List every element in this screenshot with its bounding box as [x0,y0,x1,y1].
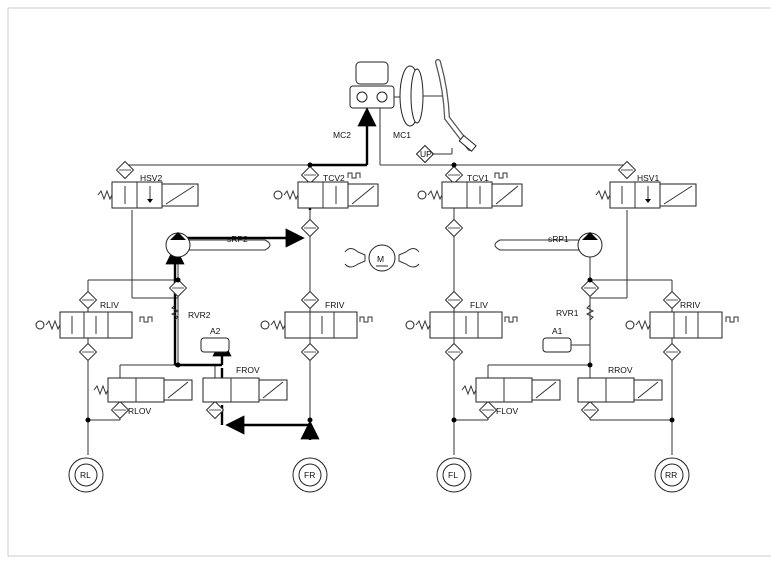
rlov-label: RLOV [128,406,151,416]
tcv1-valve: TCV1 [417,172,523,209]
frov-label: FROV [236,365,260,375]
wheel-rl-label: RL [80,470,91,480]
rrov-valve: RROV [577,365,663,403]
rvr1-label: RVR1 [556,308,579,318]
wheel-fl-label: FL [448,470,458,480]
friv-label: FRIV [325,300,345,310]
hsv2-label: HSV2 [140,173,162,183]
pump-motor: M [344,244,420,272]
srp1-label: sRP1 [548,234,569,244]
pedal-sensor: UP [415,144,435,164]
wheel-rl: RL [68,457,104,493]
rlov-valve: RLOV [93,377,193,416]
a1-label: A1 [552,326,563,336]
fliv-valve: FLIV [405,300,518,339]
brake-booster [399,65,445,127]
rrov-label: RROV [608,365,633,375]
rliv-valve: RLIV [35,300,153,339]
rriv-label: RRIV [680,300,701,310]
fliv-label: FLIV [470,300,488,310]
motor-label: M [377,254,384,264]
wheel-fr-label: FR [304,470,315,480]
rliv-label: RLIV [100,300,119,310]
rriv-valve: RRIV [625,300,739,339]
accumulator-a1: A1 [542,326,590,353]
flov-valve: FLOV [461,377,561,416]
friv-valve: FRIV [260,300,373,339]
tcv1-label: TCV1 [467,173,489,183]
a2-label: A2 [210,326,221,336]
wheel-fr: FR [292,457,328,493]
rvr2-label: RVR2 [188,310,211,320]
pump-srp2: sRP2 [165,232,248,258]
junction-dots [85,162,675,423]
brake-pedal [435,59,477,152]
tcv2-valve: TCV2 [273,172,379,209]
wheel-rr-label: RR [665,470,677,480]
accumulator-a2: A2 [200,326,230,353]
pedal-sensor-label: UP [420,149,432,159]
hsv1-valve: HSV1 [595,173,697,209]
flov-label: FLOV [496,406,519,416]
wheel-fl: FL [436,457,472,493]
rvr1-relief-valve: RVR1 [556,304,595,321]
mc1-label: MC1 [393,130,411,140]
hsv2-valve: HSV2 [97,173,199,209]
frov-valve: FROV [202,365,288,403]
rvr2-relief-valve: RVR2 [170,304,211,321]
srp2-label: sRP2 [227,234,248,244]
tcv2-label: TCV2 [323,173,345,183]
mc2-label: MC2 [333,130,351,140]
pump-srp1: sRP1 [548,232,603,258]
master-cylinder [349,61,402,109]
hsv1-label: HSV1 [637,173,659,183]
wheel-rr: RR [654,457,690,493]
